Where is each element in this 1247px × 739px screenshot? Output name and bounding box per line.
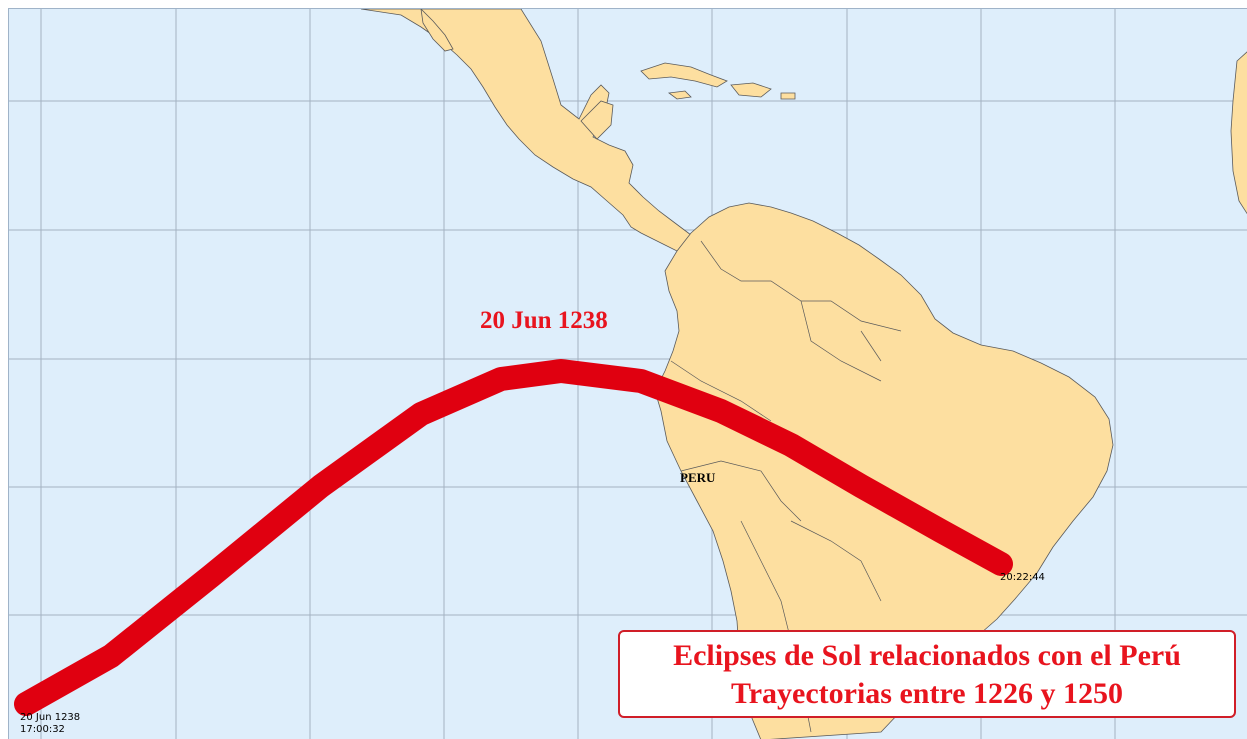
- start-date: 20 Jun 1238: [20, 712, 81, 723]
- map-frame: [8, 8, 1247, 739]
- land: [360, 9, 1247, 739]
- cuba: [640, 62, 728, 88]
- start-time: 17:00:32: [20, 724, 65, 735]
- north-central-america: [360, 9, 702, 252]
- jamaica: [667, 90, 692, 100]
- info-subtitle: Trayectorias entre 1226 y 1250: [730, 677, 1124, 710]
- yucatan: [580, 100, 614, 140]
- eclipse-path: [14, 359, 1013, 716]
- country-label-peru: PERU: [680, 470, 716, 485]
- puerto-rico: [780, 92, 796, 100]
- hispaniola: [730, 82, 772, 98]
- map-canvas: [9, 9, 1247, 739]
- south-america: [654, 202, 1114, 739]
- baja-california: [420, 9, 454, 52]
- info-box: Eclipses de Sol relacionados con el Perú…: [618, 630, 1236, 718]
- eclipse-path-label: 20 Jun 1238: [480, 307, 608, 334]
- end-time-label: 20:22:44: [1000, 572, 1045, 583]
- africa-coast: [1230, 51, 1247, 215]
- start-time-label: 20 Jun 1238 17:00:32: [20, 712, 80, 736]
- info-title: Eclipses de Sol relacionados con el Perú: [673, 639, 1181, 672]
